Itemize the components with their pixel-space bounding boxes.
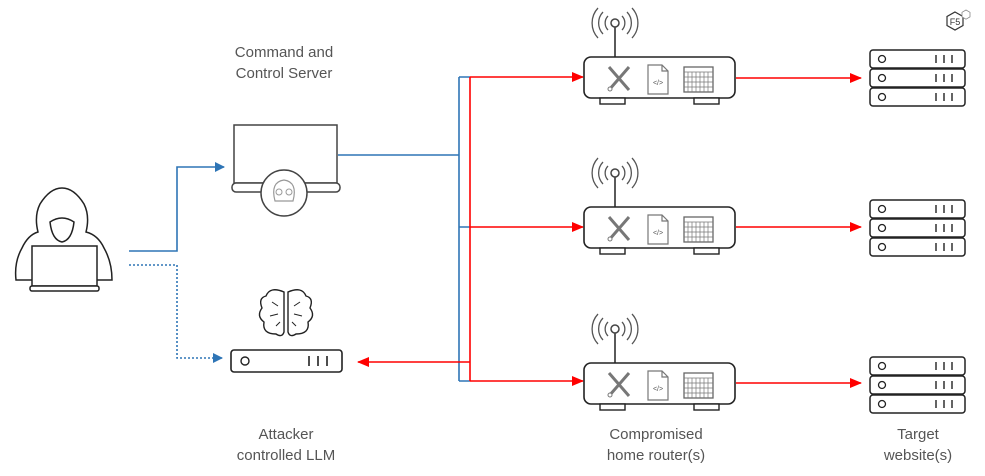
target-server-3-icon	[869, 356, 966, 414]
targets-label: Target website(s)	[818, 424, 985, 466]
routers-label-line-1: Compromised	[609, 426, 703, 443]
llm-label-line-1: Attacker	[258, 426, 314, 443]
logo-text: F5	[950, 17, 961, 27]
f5-logo: F5	[946, 9, 971, 31]
c2-to-routers-link	[338, 76, 470, 382]
attacker-to-llm-link	[129, 264, 223, 363]
blue-links	[129, 76, 470, 382]
c2-label-line-2: Control Server	[235, 65, 333, 82]
targets-label-line-1: Target	[897, 426, 939, 443]
llm-label-line-2: controlled LLM	[236, 447, 336, 464]
compromised-router-3-icon	[582, 312, 737, 412]
attacker-llm-server-icon	[230, 349, 343, 373]
compromised-router-1-icon	[582, 6, 737, 106]
attacker-to-c2-link	[129, 162, 225, 252]
red-links	[357, 72, 862, 388]
targets-label-line-2: website(s)	[883, 447, 953, 464]
brain-icon	[258, 289, 314, 337]
c2-label-line-1: Command and	[234, 44, 334, 61]
c2-server-label: Command and Control Server	[184, 42, 384, 84]
llm-label: Attacker controlled LLM	[186, 424, 386, 466]
attacker-hacker-icon	[14, 187, 113, 292]
compromised-router-2-icon	[582, 156, 737, 256]
routers-label: Compromised home router(s)	[556, 424, 756, 466]
target-server-2-icon	[869, 199, 966, 257]
c2-server-icon	[231, 124, 341, 217]
routers-label-line-2: home router(s)	[606, 447, 706, 464]
target-server-1-icon	[869, 49, 966, 107]
